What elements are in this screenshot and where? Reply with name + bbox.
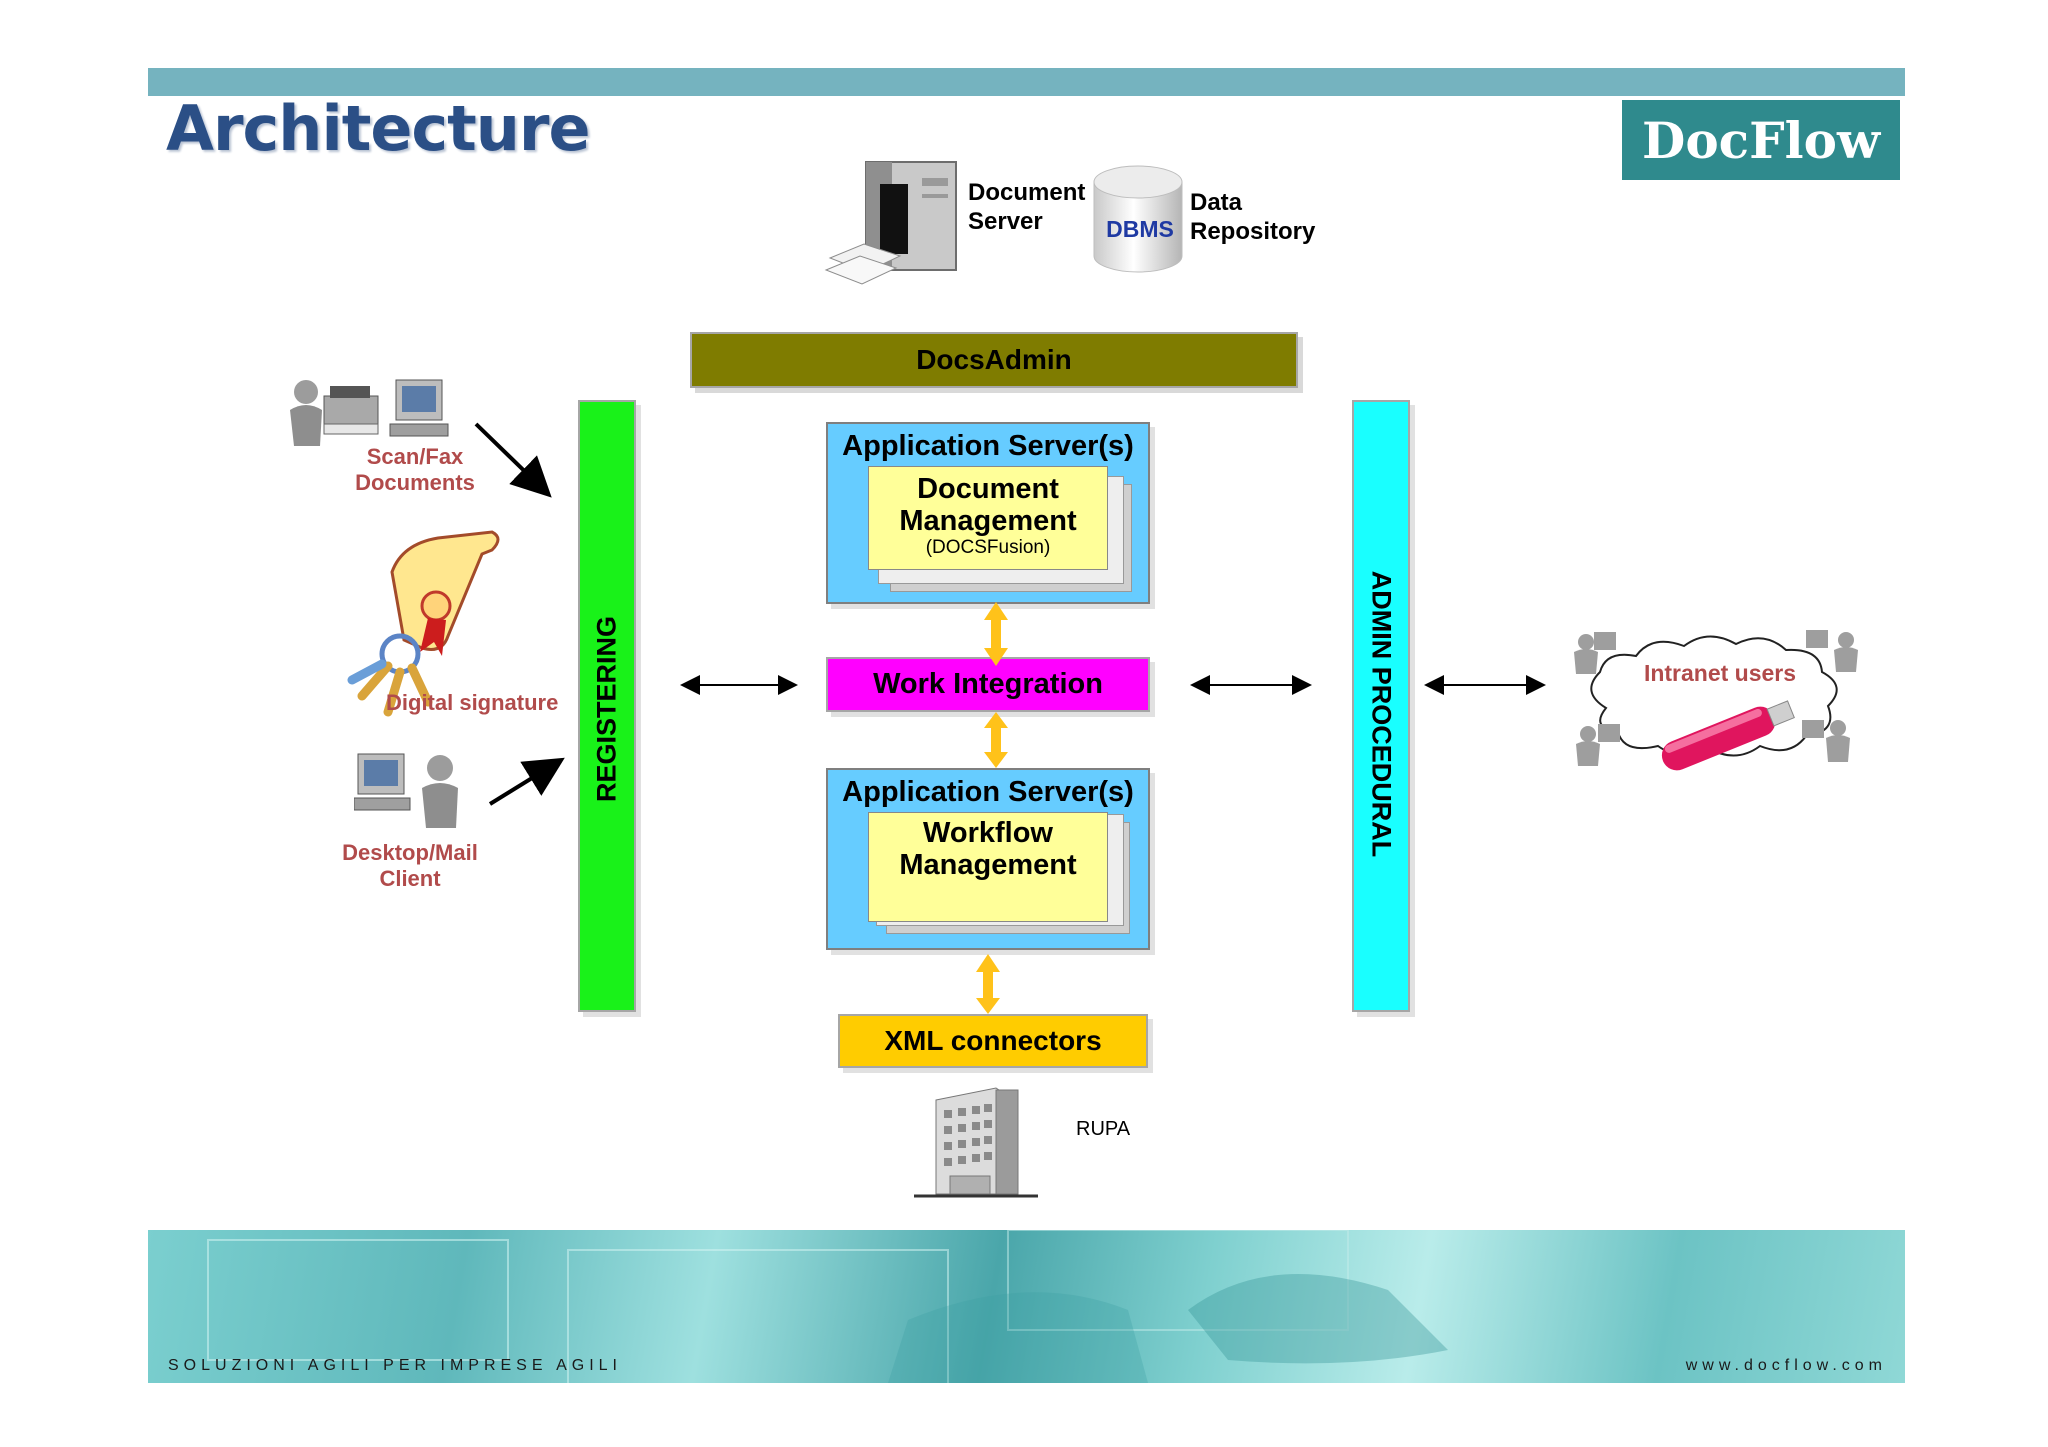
workflow-management-label: Workflow Management (899, 817, 1077, 881)
xml-connectors-box: XML connectors (838, 1014, 1148, 1068)
rupa-building-icon (914, 1087, 1038, 1198)
desktop-mail-label: Desktop/Mail Client (342, 840, 478, 891)
footer-pattern (207, 1230, 1448, 1383)
work-integration-box: Work Integration (826, 657, 1150, 712)
document-server-icon (824, 161, 957, 285)
document-server-label: Document Server (968, 179, 1086, 235)
document-management-module: Document Management (DOCSFusion) (868, 466, 1108, 570)
intranet-users-label: Intranet users (1643, 660, 1797, 686)
docsadmin-bar: DocsAdmin (690, 332, 1298, 388)
docflow-logo: DocFlow (1622, 100, 1900, 180)
scanner-workstation-icon (290, 379, 449, 446)
document-management-label: Document Management (899, 473, 1077, 537)
desktop-client-icon (354, 753, 458, 828)
yellow-arrow-middle (984, 712, 1008, 768)
slide-title: Architecture (166, 92, 591, 165)
data-repository-label: Data Repository (1190, 189, 1316, 245)
app-server-title: Application Server(s) (842, 776, 1134, 808)
footer-url: www.docflow.com (1685, 1357, 1887, 1374)
workflow-management-module: Workflow Management (868, 812, 1108, 922)
scan-fax-label: Scan/Fax Documents (355, 444, 475, 495)
app-server-title: Application Server(s) (842, 430, 1134, 462)
footer-tagline: SOLUZIONI AGILI PER IMPRESE AGILI (168, 1357, 622, 1374)
digital-signature-label: Digital signature (386, 690, 559, 715)
dbms-label: DBMS (1106, 216, 1174, 242)
digital-signature-certificate-icon (347, 530, 500, 717)
footer-banner: SOLUZIONI AGILI PER IMPRESE AGILI www.do… (148, 1230, 1905, 1383)
yellow-arrow-bottom (976, 954, 1000, 1014)
rupa-label: RUPA (1076, 1118, 1131, 1140)
application-server-document: Application Server(s) Document Managemen… (826, 422, 1150, 604)
admin-procedural-bar: ADMIN PROCEDURAL (1352, 400, 1410, 1012)
application-server-workflow: Application Server(s) Workflow Managemen… (826, 768, 1150, 950)
input-arrow-desktop (488, 757, 565, 806)
registering-bar: REGISTERING (578, 400, 636, 1012)
intranet-cloud-icon (1574, 630, 1858, 771)
input-arrow-scan (474, 422, 552, 498)
header-bar (148, 68, 1905, 96)
docsfusion-label: (DOCSFusion) (925, 537, 1051, 558)
dbms-cylinder-icon (1093, 165, 1183, 273)
yellow-arrow-top (984, 602, 1008, 666)
